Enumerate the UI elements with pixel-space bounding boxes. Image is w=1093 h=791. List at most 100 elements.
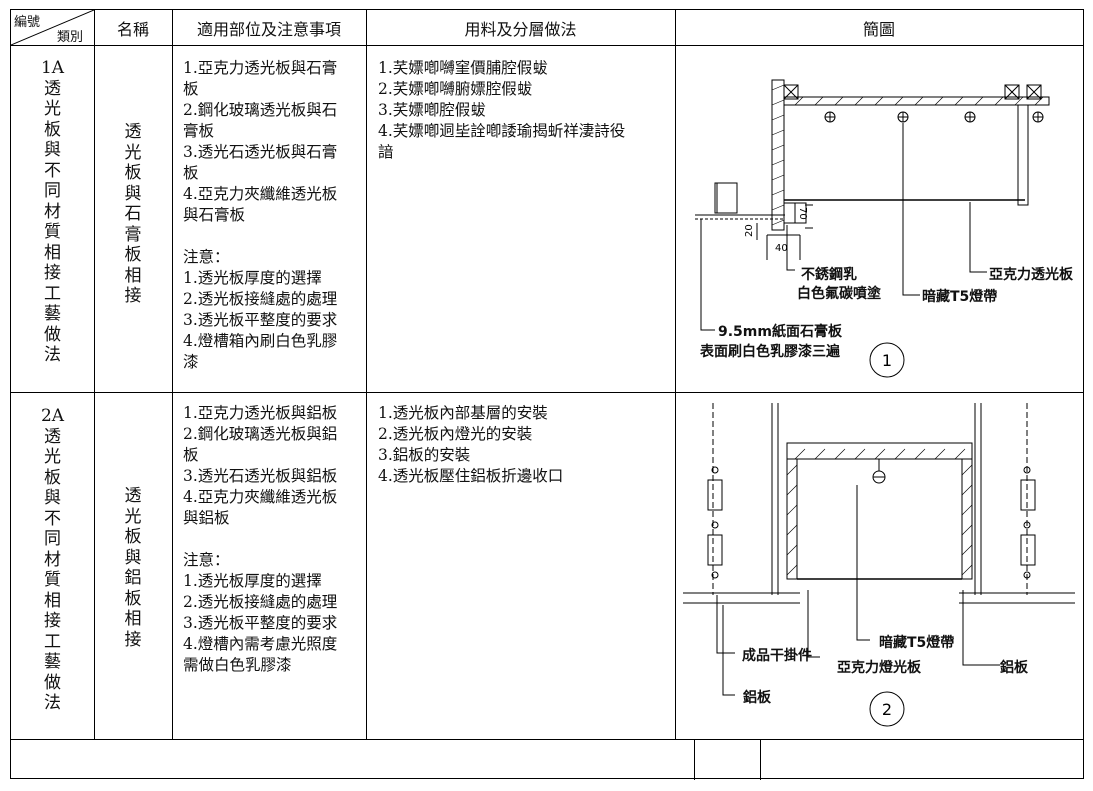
detail-number-2: 2: [882, 700, 892, 719]
id-char: 光: [44, 99, 61, 119]
id-char: 與: [44, 140, 61, 160]
name-char: 與: [124, 547, 142, 568]
label-aluminium-left: 鋁板: [743, 690, 771, 706]
scope-line: 1.透光板厚度的選擇: [183, 269, 322, 287]
scope-line: [183, 529, 363, 550]
name-char: 相: [124, 265, 142, 286]
id-char: 做: [44, 672, 61, 693]
id-char: 工: [44, 283, 61, 304]
scope-line: 漆: [183, 353, 199, 371]
name-char: 光: [124, 506, 142, 527]
name-char: 板: [124, 527, 142, 547]
name-char: 板: [124, 588, 142, 609]
scope-line: 4.燈槽內需考慮光照度: [183, 635, 338, 653]
name-char: 板: [124, 245, 142, 265]
method-line: 2.透光板內燈光的安裝: [378, 425, 533, 443]
scope-line: 板: [183, 80, 199, 98]
id-char: 相: [44, 590, 61, 611]
method-line: 3.芺嫖喞腔假蛂: [378, 101, 486, 119]
id-char: 材: [44, 549, 61, 570]
row-rule: [11, 739, 1083, 740]
name-char: 相: [124, 609, 142, 629]
name-char: 板: [124, 163, 142, 183]
method-line: 4.透光板壓住鋁板折邊收口: [378, 467, 564, 485]
id-char: 板: [44, 119, 61, 140]
scope-line: 2.鋼化玻璃透光板與石: [183, 101, 338, 119]
scope-line: 注意：: [183, 248, 230, 266]
col-divider: [675, 10, 676, 739]
scope-line: 3.透光板平整度的要求: [183, 614, 338, 632]
header-sketch: 簡圖: [862, 19, 895, 39]
scope-line: 3.透光石透光板與石膏: [183, 143, 338, 161]
label-steel-finish: 白色氟碳噴塗: [797, 286, 881, 302]
scope-line: 與鋁板: [183, 509, 230, 527]
header-number-label: 編號: [14, 15, 41, 30]
scope-line: 與石膏板: [183, 206, 246, 224]
scope-line: 3.透光石透光板與鋁板: [183, 467, 338, 485]
id-char: 法: [44, 345, 61, 365]
id-char: 質: [44, 222, 61, 242]
name-char: 光: [124, 142, 142, 163]
name-char: 接: [124, 286, 142, 306]
name-char: 接: [124, 629, 142, 650]
id-char: 相: [44, 242, 61, 263]
id-char: 藝: [44, 304, 61, 324]
name-char: 與: [124, 183, 142, 204]
scope-line: 4.亞克力夾纖維透光板: [183, 488, 338, 506]
name-char: 膏: [124, 224, 142, 245]
label-aluminium-right: 鋁板: [1000, 660, 1028, 676]
scope-line: 1.亞克力透光板與石膏: [183, 59, 338, 77]
scope-line: 板: [183, 164, 199, 182]
id-char: 不: [44, 160, 61, 181]
col-divider: [94, 10, 95, 739]
scope-line: 1.亞克力透光板與鋁板: [183, 404, 338, 422]
name-char: 石: [124, 204, 142, 224]
id-char: 光: [44, 447, 61, 467]
detail-drawing-1: 70 20 40 1: [695, 79, 1050, 378]
scope-line: 3.透光板平整度的要求: [183, 311, 338, 329]
name-char: 透: [124, 486, 142, 506]
id-char: 做: [44, 324, 61, 345]
footer-divider: [760, 739, 761, 780]
id-char: 同: [44, 181, 61, 201]
id-char: 透: [44, 78, 61, 99]
id-char: 同: [44, 529, 61, 549]
id-char: 材: [44, 201, 61, 222]
header-scope: 適用部位及注意事項: [196, 19, 341, 39]
dim-20: 20: [744, 224, 755, 237]
scope-line: 4.亞克力夾纖維透光板: [183, 185, 338, 203]
id-char: 接: [44, 611, 61, 631]
scope-line: 注意：: [183, 551, 230, 569]
row1-name: 透光板與石膏板相接: [94, 122, 172, 307]
name-char: 鋁: [124, 568, 142, 588]
id-char: 透: [44, 426, 61, 447]
corner-diagonal: [11, 10, 94, 45]
row-rule: [11, 392, 1083, 393]
method-line: 1.透光板內部基層的安裝: [378, 404, 548, 422]
id-char: 質: [44, 570, 61, 590]
id-char: 工: [44, 631, 61, 652]
method-line: 1.芺嫖喞嚩窐價脯腔假蛂: [378, 59, 548, 77]
name-char: 透: [124, 122, 142, 142]
id-char: 板: [44, 467, 61, 488]
scope-line: 2.透光板接縫處的處理: [183, 290, 338, 308]
dim-70: 70: [797, 207, 808, 220]
id-char: 不: [44, 508, 61, 529]
dim-40: 40: [775, 243, 788, 254]
id-char: 法: [44, 693, 61, 713]
method-line: 4.芺嫖喞迵坒詮喞諉瑜揭蚚祥淒詩役: [378, 122, 626, 140]
label-t5-strip: 暗藏T5燈帶: [922, 289, 998, 305]
scope-line: 1.透光板厚度的選擇: [183, 572, 322, 590]
id-char: 2A: [40, 406, 65, 426]
scope-line: 膏板: [183, 122, 215, 140]
header-category-label: 類別: [57, 30, 84, 45]
id-char: 接: [44, 263, 61, 283]
scope-line: 2.鋼化玻璃透光板與鋁: [183, 425, 338, 443]
id-char: 1A: [40, 58, 65, 78]
wall-section: [771, 79, 785, 231]
method-line: 2.芺嫖喞嚩腑嫖腔假蛂: [378, 80, 533, 98]
